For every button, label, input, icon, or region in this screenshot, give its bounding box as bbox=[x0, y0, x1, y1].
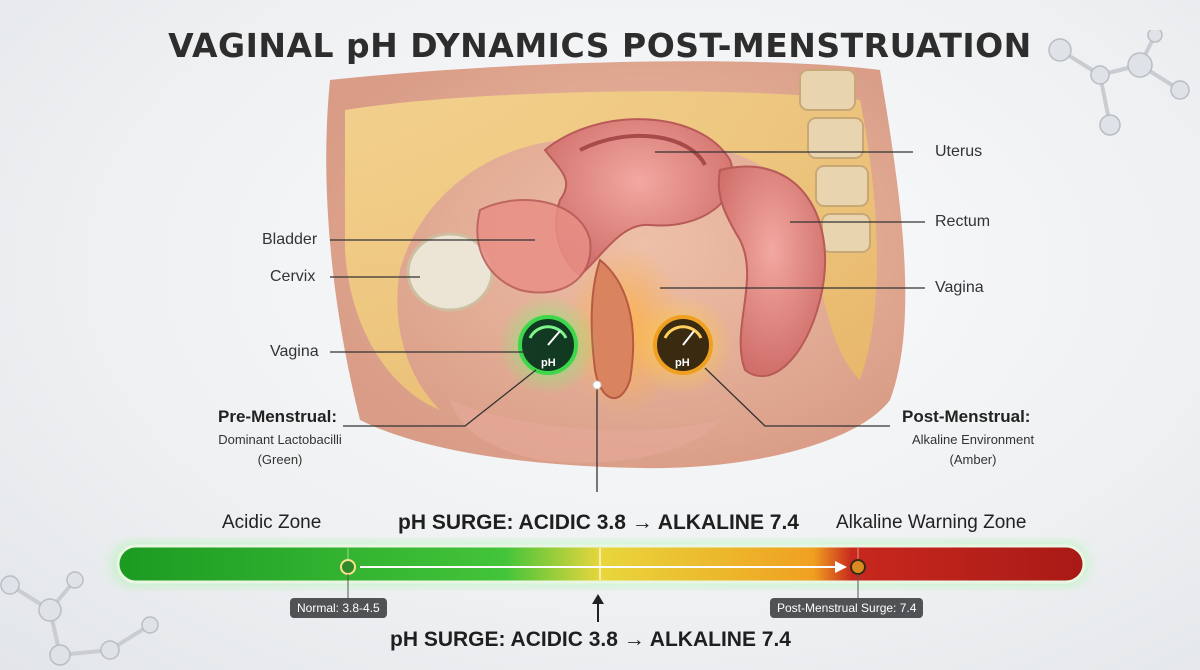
gauge-right-text: pH bbox=[675, 357, 690, 369]
rectum-organ bbox=[717, 165, 827, 377]
molecule-decoration-top-right-icon bbox=[1048, 30, 1190, 136]
post-menstrual-line2: (Amber) bbox=[949, 452, 997, 467]
pre-menstrual-line2: (Green) bbox=[257, 452, 303, 467]
normal-marker bbox=[340, 559, 356, 575]
label-cervix: Cervix bbox=[270, 268, 316, 285]
label-vagina-right: Vagina bbox=[935, 279, 984, 296]
surge-label-top: pH SURGE: ACIDIC 3.8 → ALKALINE 7.4 bbox=[398, 511, 799, 534]
post-menstrual-line1: Alkaline Environment bbox=[911, 432, 1035, 447]
label-vagina-left: Vagina bbox=[270, 343, 319, 360]
post-surge-marker bbox=[850, 559, 866, 575]
surge-label-bottom: pH SURGE: ACIDIC 3.8 → ALKALINE 7.4 bbox=[390, 628, 791, 651]
alkaline-zone-label: Alkaline Warning Zone bbox=[836, 512, 1027, 533]
pre-menstrual-line1: Dominant Lactobacilli bbox=[218, 432, 342, 447]
label-rectum: Rectum bbox=[935, 213, 991, 230]
page-title: VAGINAL pH DYNAMICS POST-MENSTRUATION bbox=[168, 26, 1032, 65]
post-menstrual-title: Post-Menstrual: bbox=[902, 407, 1031, 426]
acidic-zone-label: Acidic Zone bbox=[222, 512, 322, 533]
surge-arrowhead bbox=[835, 561, 847, 573]
normal-range-pill: Normal: 3.8-4.5 bbox=[290, 598, 387, 618]
uterus-organ bbox=[543, 118, 734, 277]
post-menstrual-surge-pill: Post-Menstrual Surge: 7.4 bbox=[770, 598, 924, 618]
vaginal-canal bbox=[590, 258, 635, 400]
pre-menstrual-title: Pre-Menstrual: bbox=[218, 407, 338, 426]
label-uterus: Uterus bbox=[935, 143, 983, 160]
label-bladder: Bladder bbox=[262, 231, 318, 248]
molecule-decoration-bottom-left-icon bbox=[0, 571, 159, 666]
gauge-left-text: pH bbox=[541, 357, 556, 369]
